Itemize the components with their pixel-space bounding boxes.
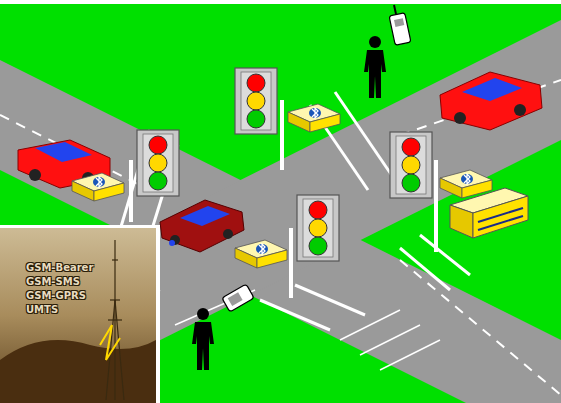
network-label: GSM-GPRS — [26, 290, 86, 302]
network-label: GSM-SMS — [26, 276, 80, 288]
car-right — [440, 72, 542, 130]
roadside-unit — [450, 188, 528, 238]
network-label: UMTS — [26, 304, 58, 316]
network-label: GSM-Bearer — [26, 262, 93, 274]
car-middle — [160, 200, 244, 252]
mobile-phone — [389, 5, 411, 45]
mobile-phone — [222, 284, 254, 312]
